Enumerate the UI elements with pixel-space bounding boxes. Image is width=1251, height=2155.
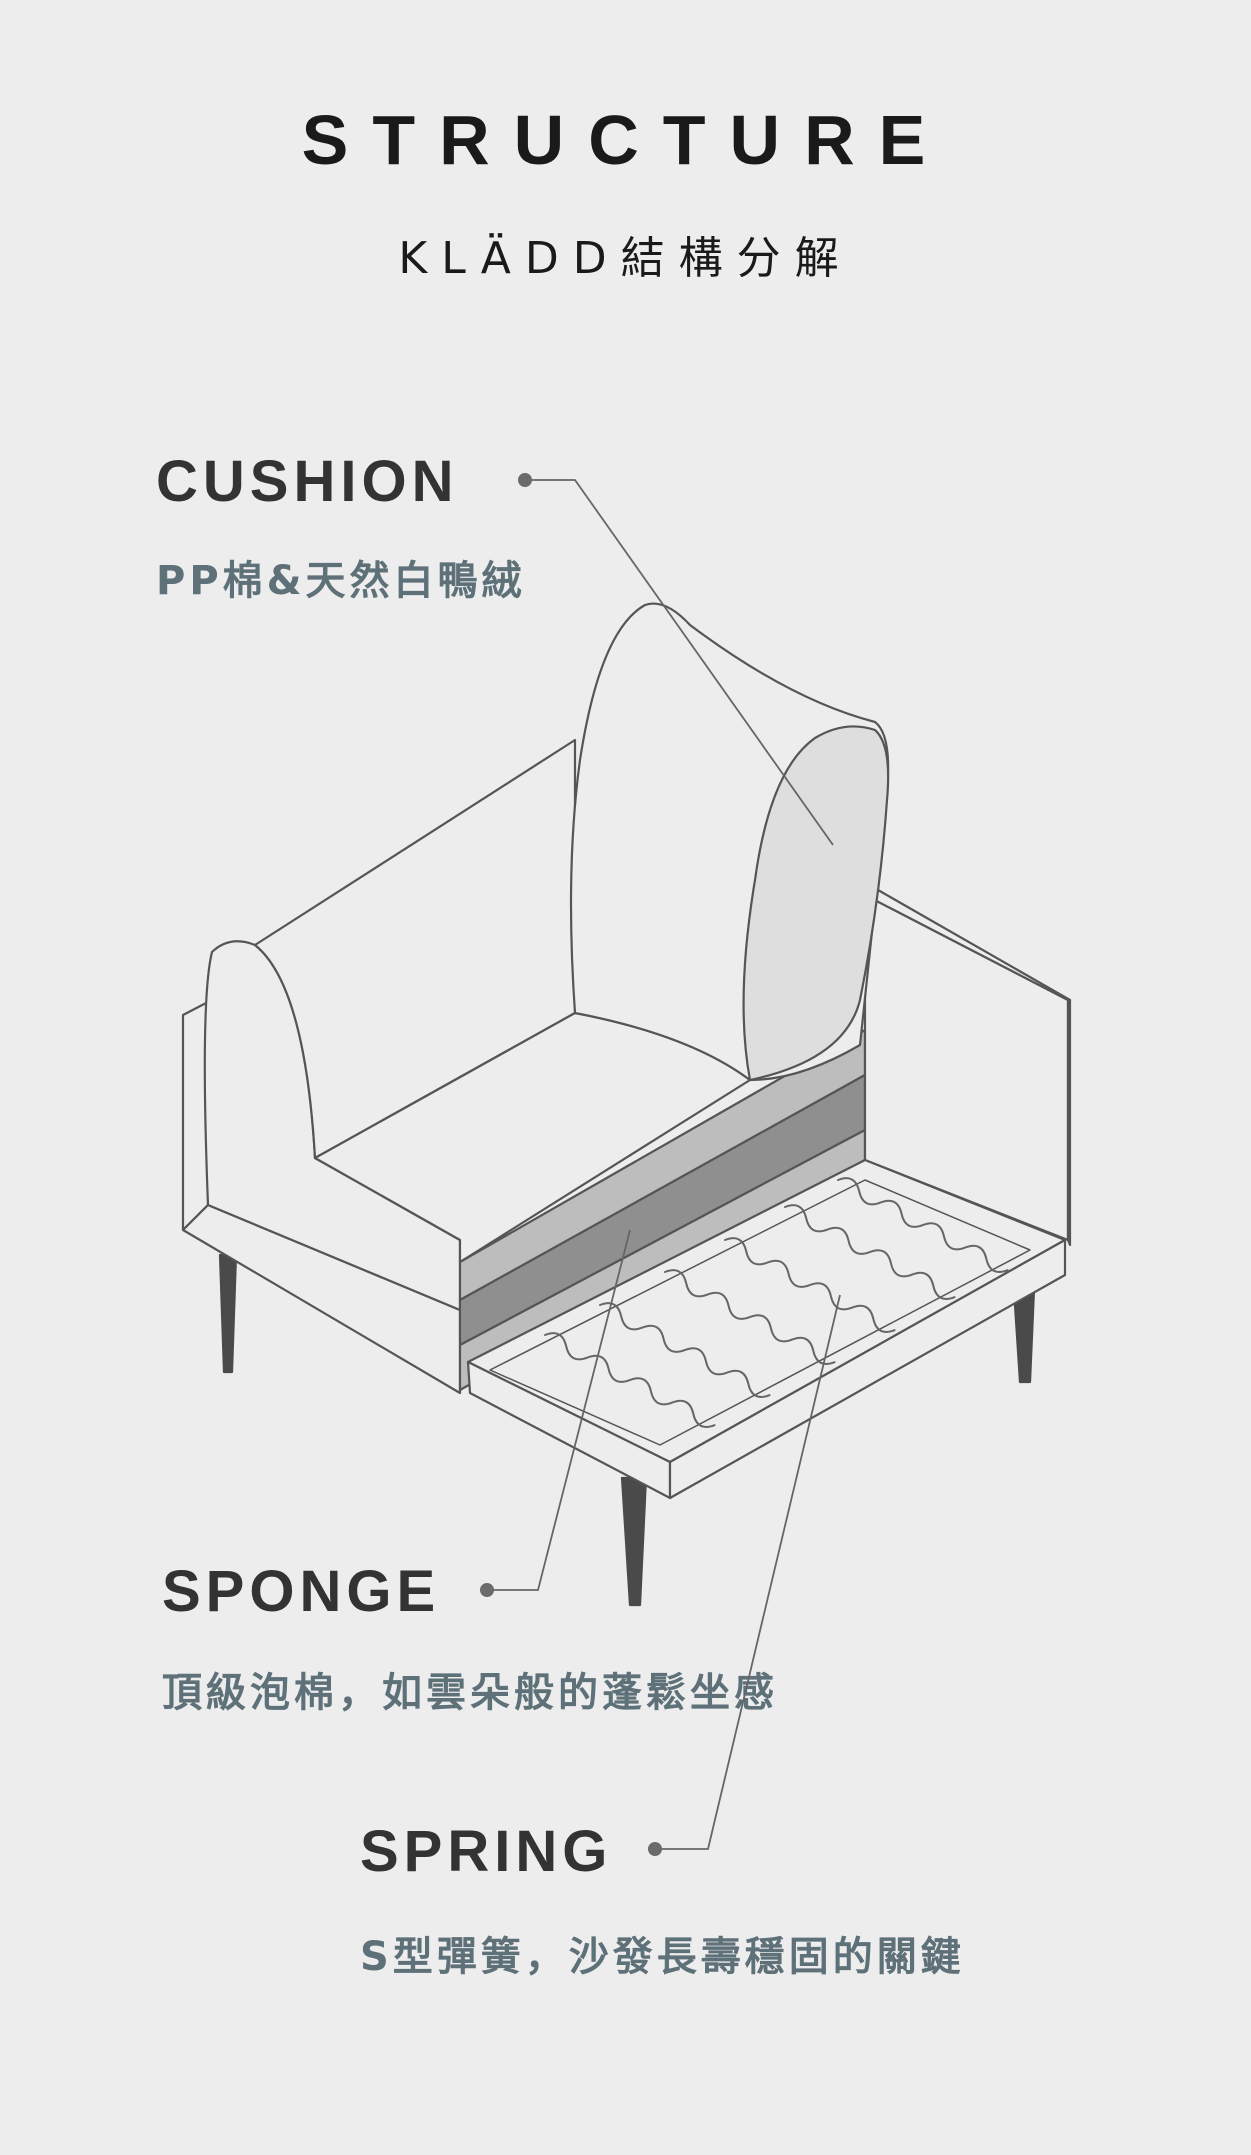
page-subtitle: KLÄDD結構分解 bbox=[398, 233, 853, 284]
leader-dots bbox=[480, 473, 662, 1856]
spring-leader-dot bbox=[648, 1842, 662, 1856]
cushion-description: PP棉&天然白鴨絨 bbox=[156, 558, 526, 604]
right-armrest bbox=[863, 888, 1072, 1247]
cushion-leader-dot bbox=[518, 473, 532, 487]
cushion-label: CUSHION bbox=[156, 449, 459, 514]
leader-lines bbox=[487, 479, 841, 1850]
s-springs bbox=[544, 1177, 1009, 1428]
cushion bbox=[569, 602, 890, 1082]
spring-description: S型彈簧，沙發長壽穩固的關鍵 bbox=[360, 1934, 965, 1980]
sponge-description: 頂級泡棉，如雲朵般的蓬鬆坐感 bbox=[162, 1670, 778, 1716]
sponge-label: SPONGE bbox=[162, 1559, 441, 1624]
spring-leader-line bbox=[655, 1294, 841, 1850]
page-title: STRUCTURE bbox=[301, 101, 950, 179]
spring-label: SPRING bbox=[360, 1819, 613, 1884]
spring-frame bbox=[466, 1158, 1067, 1500]
cushion-leader-line bbox=[525, 479, 834, 846]
sponge-leader-dot bbox=[480, 1583, 494, 1597]
sofa-legs bbox=[218, 1253, 1036, 1607]
left-armrest bbox=[181, 940, 462, 1395]
sponge-leader-line bbox=[487, 1229, 631, 1591]
